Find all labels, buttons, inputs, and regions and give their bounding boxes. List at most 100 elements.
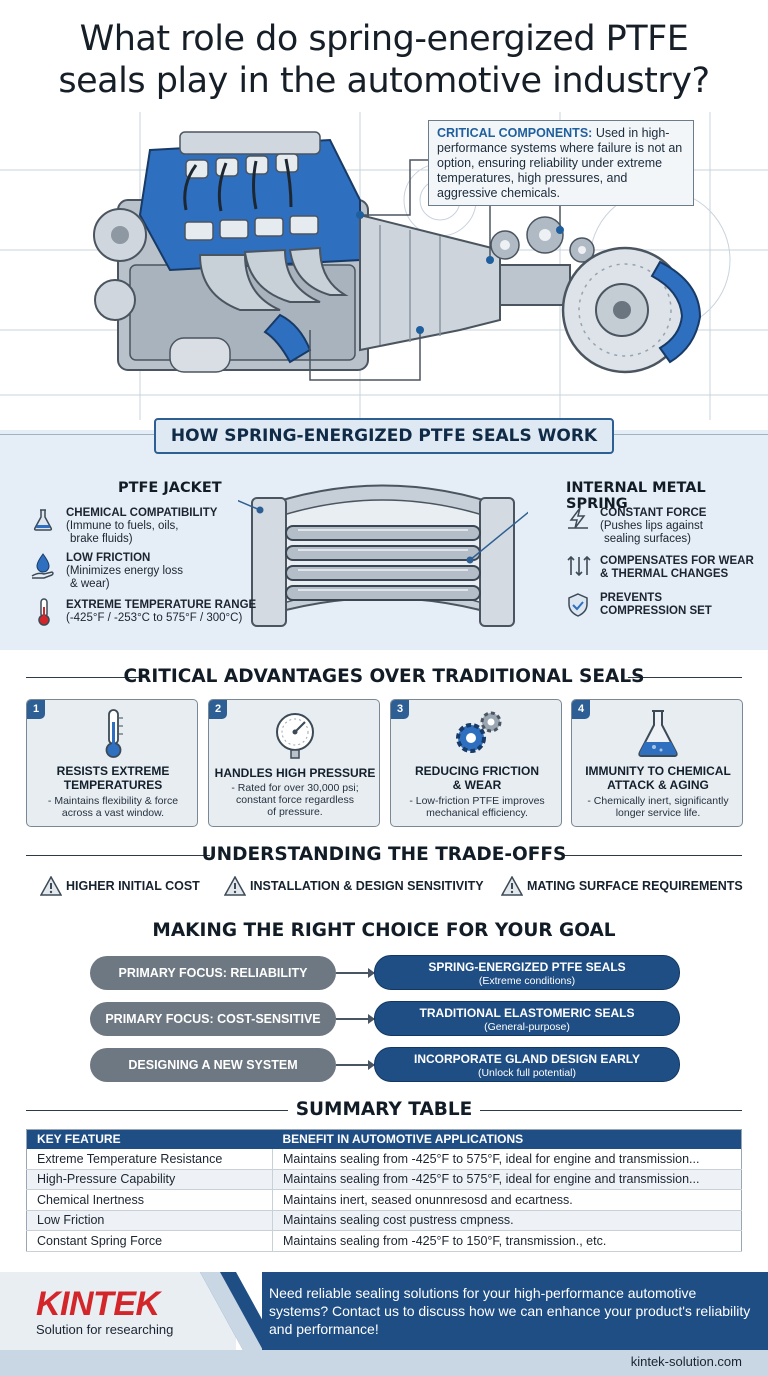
card-desc-line: constant force regardless <box>236 794 354 806</box>
flask-icon <box>638 710 678 757</box>
choice-title: MAKING THE RIGHT CHOICE FOR YOUR GOAL <box>152 920 616 941</box>
card-desc-line: - Rated for over 30,000 psi; <box>231 782 359 794</box>
feature-name: COMPRESSION SET <box>600 605 712 617</box>
how-it-works-title: HOW SPRING-ENERGIZED PTFE SEALS WORK <box>154 418 614 454</box>
arrow-icon <box>336 1060 375 1070</box>
divider <box>564 855 742 856</box>
table-cell: Maintains sealing from -425°F to 575°F, … <box>272 1169 742 1190</box>
warning-icon <box>224 876 246 896</box>
feature-name: PREVENTS <box>600 592 662 604</box>
thermometer-icon <box>38 598 50 626</box>
result-note: (Unlock full potential) <box>477 1067 577 1079</box>
divider <box>26 677 146 678</box>
metal-spring-heading: INTERNAL METAL SPRING <box>566 480 706 512</box>
footer-cta-text: Need reliable sealing solutions for your… <box>269 1285 751 1337</box>
gauge-icon <box>276 713 314 759</box>
kintek-logo[interactable]: KINTEK <box>36 1285 160 1323</box>
title-line-1: What role do spring-energized PTFE <box>79 19 689 59</box>
focus-new-system: DESIGNING A NEW SYSTEM <box>90 1048 336 1082</box>
column-header: BENEFIT IN AUTOMOTIVE APPLICATIONS <box>272 1129 742 1149</box>
divider <box>628 677 742 678</box>
table-cell: Maintains sealing from -425°F to 150°F, … <box>272 1230 742 1252</box>
page-title: What role do spring-energized PTFE seals… <box>0 18 768 102</box>
feature-desc: (-425°F / -253°C to 575°F / 300°C) <box>66 612 243 624</box>
feature-name: & THERMAL CHANGES <box>600 568 729 580</box>
card-title-line: HANDLES HIGH PRESSURE <box>214 766 376 780</box>
focus-cost-sensitive: PRIMARY FOCUS: COST-SENSITIVE <box>90 1002 336 1036</box>
advantage-card-friction: 3 REDUCING FRICTION& WEAR - Low-friction… <box>390 699 562 827</box>
card-title: HANDLES HIGH PRESSURE <box>213 766 377 780</box>
card-desc-line: mechanical efficiency. <box>426 807 528 819</box>
card-desc-line: of pressure. <box>267 806 323 818</box>
tradeoff-mating-surface: MATING SURFACE REQUIREMENTS <box>501 876 743 896</box>
feature-desc: (Immune to fuels, oils, <box>66 520 179 532</box>
drop-hand-icon <box>31 553 54 579</box>
feature-name: COMPENSATES FOR WEAR <box>600 555 754 567</box>
feature-chemical-compatibility: CHEMICAL COMPATIBILITY (Immune to fuels,… <box>66 507 217 546</box>
feature-desc: brake fluids) <box>70 533 133 545</box>
summary-title: SUMMARY TABLE <box>295 1099 473 1120</box>
card-title-line: ATTACK & AGING <box>607 778 709 792</box>
column-header: KEY FEATURE <box>26 1129 273 1149</box>
callout-text: Used in high-performance systems where f… <box>437 126 683 200</box>
feature-name: CONSTANT FORCE <box>600 507 707 519</box>
website-link[interactable]: kintek-solution.com <box>630 1354 742 1369</box>
gears-icon <box>456 711 502 753</box>
shield-icon <box>568 593 588 617</box>
feature-name: EXTREME TEMPERATURE RANGE <box>66 599 257 611</box>
result-elastomeric-seals: TRADITIONAL ELASTOMERIC SEALS (General-p… <box>374 1001 680 1036</box>
tradeoff-label: HIGHER INITIAL COST <box>66 879 200 893</box>
divider <box>26 855 210 856</box>
tradeoff-installation: INSTALLATION & DESIGN SENSITIVITY <box>224 876 484 896</box>
table-cell: Constant Spring Force <box>26 1230 273 1252</box>
result-label: TRADITIONAL ELASTOMERIC SEALS <box>419 1006 635 1020</box>
card-desc-line: longer service life. <box>615 807 701 819</box>
footer-slant <box>200 1272 280 1352</box>
table-cell: Maintains sealing from -425°F to 575°F, … <box>272 1148 742 1170</box>
feature-name: LOW FRICTION <box>66 552 151 564</box>
card-title-line: & WEAR <box>452 778 502 792</box>
advantage-card-pressure: 2 HANDLES HIGH PRESSURE - Rated for over… <box>208 699 380 827</box>
footer-tagline: Solution for researching <box>36 1322 174 1337</box>
lightning-icon <box>568 507 588 529</box>
table-cell: Maintains sealing cost pustress cmpness. <box>272 1210 742 1231</box>
engine-drivetrain-illustration <box>0 112 768 420</box>
tradeoff-label: INSTALLATION & DESIGN SENSITIVITY <box>250 879 484 893</box>
focus-reliability: PRIMARY FOCUS: RELIABILITY <box>90 956 336 990</box>
table-cell: Chemical Inertness <box>26 1189 273 1211</box>
table-cell: Extreme Temperature Resistance <box>26 1148 273 1170</box>
feature-prevents-compression-set: PREVENTS COMPRESSION SET <box>600 592 712 618</box>
feature-desc: (Pushes lips against <box>600 520 703 532</box>
table-cell: Low Friction <box>26 1210 273 1231</box>
card-desc-line: - Low-friction PTFE improves <box>409 795 545 807</box>
footer-bar <box>0 1350 768 1376</box>
warning-icon <box>40 876 62 896</box>
card-title-line: REDUCING FRICTION <box>415 764 539 778</box>
title-line-2: seals play in the automotive industry? <box>58 61 710 101</box>
card-number: 1 <box>27 700 45 719</box>
callout-label: CRITICAL COMPONENTS: <box>437 126 593 140</box>
card-desc-line: across a vast window. <box>61 807 165 819</box>
card-number: 4 <box>572 700 590 719</box>
feature-desc: (Minimizes energy loss <box>66 565 183 577</box>
card-title-line: TEMPERATURES <box>63 778 163 792</box>
table-cell: Maintains inert, seased onunnresosd and … <box>272 1189 742 1211</box>
arrow-icon <box>336 968 375 978</box>
tradeoff-higher-cost: HIGHER INITIAL COST <box>40 876 200 896</box>
result-ptfe-seals: SPRING-ENERGIZED PTFE SEALS (Extreme con… <box>374 955 680 990</box>
feature-constant-force: CONSTANT FORCE (Pushes lips against seal… <box>600 507 706 546</box>
result-note: (General-purpose) <box>484 1021 570 1033</box>
card-desc-line: - Chemically inert, significantly <box>587 795 729 807</box>
feature-low-friction: LOW FRICTION (Minimizes energy loss & we… <box>66 552 183 591</box>
feature-name: CHEMICAL COMPATIBILITY <box>66 507 218 519</box>
ptfe-jacket-heading: PTFE JACKET <box>118 480 222 496</box>
